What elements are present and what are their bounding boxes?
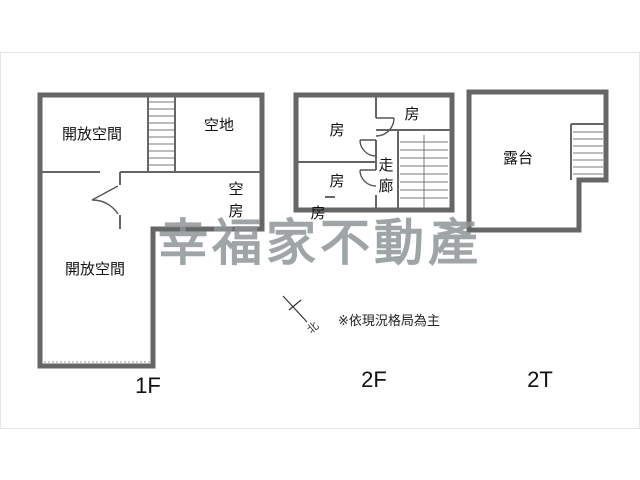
floor-label-2f: 2F	[361, 367, 387, 392]
door-1f	[91, 185, 119, 215]
room-vacant-lot: 空地	[204, 116, 234, 134]
floor-2f-outline	[293, 92, 455, 213]
room-2f-b: 房	[404, 105, 419, 123]
corridor-label-1: 走	[378, 156, 393, 174]
compass-icon: 北	[282, 295, 321, 336]
corridor-label-2: 廊	[378, 177, 393, 195]
stairs-2f	[400, 135, 448, 208]
floor-1f-outline	[37, 92, 265, 369]
stairs-1f	[149, 101, 174, 166]
floor-2t-outline	[466, 89, 609, 233]
floor-label-2t: 2T	[527, 367, 553, 392]
floor-label-1f: 1F	[135, 373, 161, 398]
floor-1f: 開放空間 空地 空 房 開放空間	[37, 92, 265, 369]
room-terrace: 露台	[503, 149, 533, 167]
room-2f-d: 房	[310, 204, 325, 222]
door-2f-a	[375, 117, 395, 137]
room-2f-a: 房	[329, 121, 344, 139]
room-2f-c: 房	[329, 172, 344, 190]
floor-2t: 露台	[466, 89, 609, 233]
room-open-space-main: 開放空間	[65, 260, 125, 278]
door-2f-b	[359, 139, 377, 157]
door-2f-c	[359, 169, 377, 187]
note-text: ※依現況格局為主	[338, 313, 440, 329]
room-open-space-top: 開放空間	[62, 125, 122, 143]
watermark: 幸福家不動產	[158, 214, 482, 272]
room-empty-label-1: 空	[228, 180, 243, 198]
floor-2f: 房 房 房 房 走 廊	[293, 92, 455, 222]
stairs-2t	[573, 131, 603, 175]
room-empty-label-2: 房	[228, 202, 243, 220]
